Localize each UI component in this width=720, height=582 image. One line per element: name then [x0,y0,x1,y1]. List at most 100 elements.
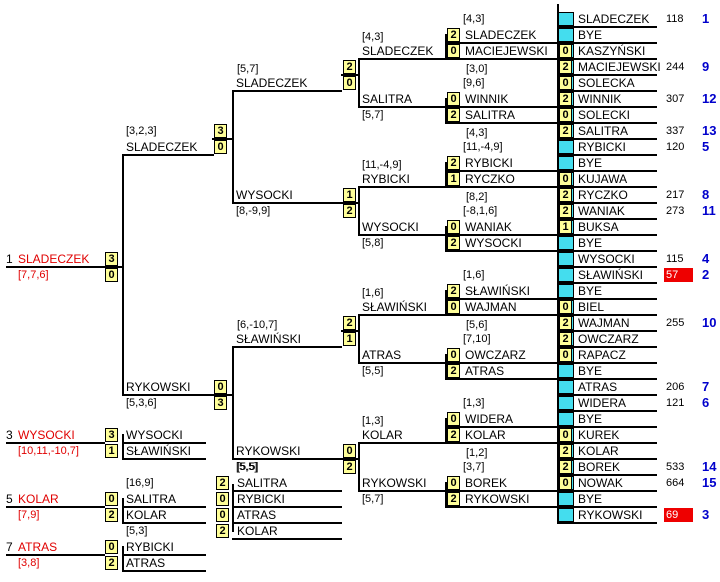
bracket-line [232,538,342,540]
player-name[interactable]: BOREK [465,476,508,490]
player-name[interactable]: BIEL [578,300,605,314]
player-name[interactable]: SOLECKA [578,76,635,90]
player-name[interactable]: SLADECZEK [126,140,198,154]
player-name[interactable]: RYCZKO [578,188,628,202]
player-name[interactable]: WYSOCKI [465,236,522,250]
player-name[interactable]: NOWAK [578,476,623,490]
player-name[interactable]: KOLAR [578,444,619,458]
player-name[interactable]: SLADECZEK [362,44,434,58]
player-name[interactable]: RYKOWSKI [236,444,301,458]
player-name[interactable]: WANIAK [578,204,625,218]
player-name[interactable]: BYE [578,284,603,298]
player-name[interactable]: MACIEJEWSKI [578,60,661,74]
player-name[interactable]: KOLAR [465,428,506,442]
ranking-points: 120 [666,141,685,153]
set-score: 2 [447,108,460,122]
bracket-line [557,442,657,444]
match-score: [4,3] [362,31,384,43]
place-winner[interactable]: KOLAR [18,492,59,506]
match-score: [-8,1,6] [463,205,498,217]
player-name[interactable]: RYKOWSKI [126,380,191,394]
player-name[interactable]: BYE [578,412,603,426]
player-name[interactable]: WIDERA [465,412,513,426]
cyan-marker [557,140,574,154]
player-name[interactable]: WINNIK [578,92,622,106]
player-name[interactable]: SALITRA [126,492,177,506]
player-name[interactable]: SALITRA [237,476,288,490]
bracket-line [445,298,557,300]
bracket-line [557,250,657,252]
player-name[interactable]: OWCZARZ [578,332,639,346]
player-name[interactable]: SALITRA [465,108,516,122]
match-score: [1,3] [463,397,485,409]
player-name[interactable]: SLADECZEK [578,12,650,26]
player-name[interactable]: SALITRA [578,124,629,138]
ranking-points: 307 [666,93,685,105]
player-name[interactable]: MACIEJEWSKI [465,44,548,58]
place-winner[interactable]: ATRAS [18,540,58,554]
player-name[interactable]: ATRAS [237,508,277,522]
player-name[interactable]: SŁAWIŃSKI [236,332,301,346]
player-name[interactable]: RAPACZ [578,348,626,362]
player-name[interactable]: RYKOWSKI [362,476,427,490]
player-name[interactable]: WANIAK [465,220,512,234]
match-score: [6,-10,7] [237,319,278,331]
player-name[interactable]: WAJMAN [578,316,630,330]
place-score: [10,11,-10,7] [18,445,79,457]
player-name[interactable]: BYE [578,364,603,378]
player-name[interactable]: KOLAR [362,428,403,442]
player-name[interactable]: SOLECKI [578,108,631,122]
player-name[interactable]: RYBICKI [126,540,174,554]
player-name[interactable]: KUJAWA [578,172,628,186]
player-name[interactable]: BYE [578,236,603,250]
player-name[interactable]: BYE [578,156,603,170]
player-name[interactable]: SŁAWIŃSKI [126,444,191,458]
set-score: 2 [447,236,460,250]
player-name[interactable]: SŁAWIŃSKI [578,268,643,282]
player-name[interactable]: WYSOCKI [362,220,419,234]
player-name[interactable]: BUKSA [578,220,619,234]
player-name[interactable]: KASZYŃSKI [578,44,646,58]
bracket-line [341,330,359,332]
player-name[interactable]: RYKOWSKI [465,492,530,506]
player-name[interactable]: WINNIK [465,92,509,106]
player-name[interactable]: SALITRA [362,92,413,106]
player-name[interactable]: WAJMAN [465,300,517,314]
bracket-line [445,362,557,364]
player-name[interactable]: OWCZARZ [465,348,526,362]
player-name[interactable]: RYBICKI [465,156,513,170]
player-name[interactable]: KUREK [578,428,620,442]
player-name[interactable]: ATRAS [578,380,618,394]
player-name[interactable]: RYCZKO [465,172,515,186]
player-name[interactable]: WYSOCKI [578,252,635,266]
player-name[interactable]: RYKOWSKI [578,508,643,522]
player-name[interactable]: SŁAWIŃSKI [465,284,530,298]
player-name[interactable]: KOLAR [126,508,167,522]
player-name[interactable]: RYBICKI [237,492,285,506]
player-name[interactable]: WIDERA [578,396,626,410]
bracket-line [557,282,657,284]
player-name[interactable]: BOREK [578,460,621,474]
player-name[interactable]: SŁAWIŃSKI [362,300,427,314]
player-name[interactable]: ATRAS [126,556,166,570]
set-score: 0 [559,108,572,122]
player-name[interactable]: WYSOCKI [126,428,183,442]
player-name[interactable]: SLADECZEK [236,76,308,90]
place-winner[interactable]: WYSOCKI [18,428,75,442]
player-name[interactable]: KOLAR [237,524,278,538]
player-name[interactable]: RYBICKI [362,172,410,186]
bracket-line [232,458,342,460]
bracket-line [557,234,657,236]
player-name[interactable]: BYE [578,28,603,42]
player-name[interactable]: RYBICKI [578,140,626,154]
player-name[interactable]: BYE [578,492,603,506]
cyan-marker [557,380,574,394]
seed-number: 11 [702,203,716,218]
player-name[interactable]: ATRAS [465,364,505,378]
bracket-line [232,346,234,460]
set-score: 0 [214,380,227,394]
player-name[interactable]: SLADECZEK [465,28,537,42]
player-name[interactable]: ATRAS [362,348,402,362]
player-name[interactable]: WYSOCKI [236,188,293,202]
winner-name[interactable]: SLADECZEK [18,252,90,266]
